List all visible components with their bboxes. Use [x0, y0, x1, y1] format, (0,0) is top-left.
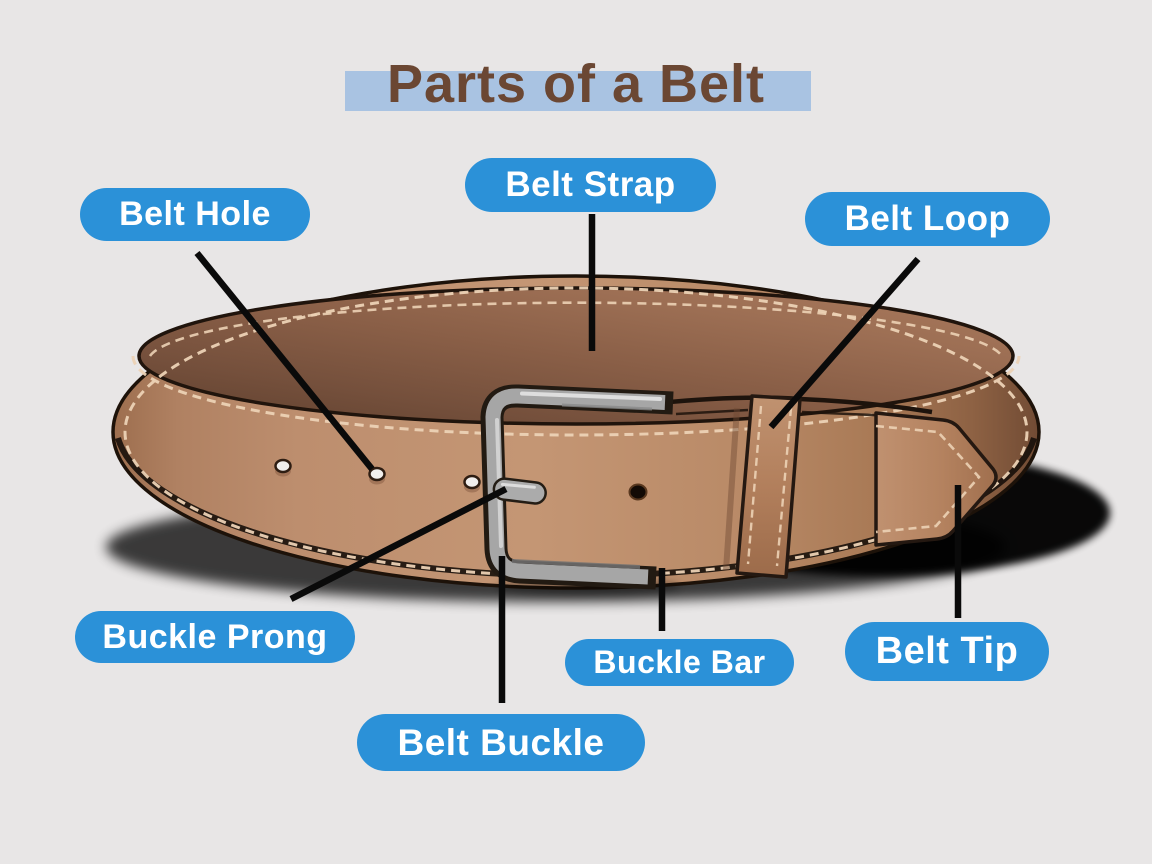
belt-hole-dark: [628, 483, 648, 501]
belt-interior: [137, 286, 1015, 426]
label-belt-loop: Belt Loop: [805, 192, 1050, 246]
label-belt-tip: Belt Tip: [845, 622, 1049, 681]
label-belt-strap: Belt Strap: [465, 158, 716, 212]
label-belt-hole: Belt Hole: [80, 188, 310, 241]
buckle-prong: [492, 477, 547, 505]
leader-line-belt-hole: [194, 250, 375, 472]
leader-lines: [194, 214, 962, 703]
belt-loop: [723, 394, 802, 579]
title-highlight: [345, 71, 811, 111]
leader-line-belt-loop: [768, 256, 921, 430]
belt-hole-3: [463, 474, 481, 490]
belt-holes: [274, 458, 648, 501]
page-title: Parts of a Belt: [386, 54, 766, 114]
strap-edge-line: [799, 396, 933, 415]
stitching-interior: [148, 301, 1004, 357]
stitching-band-top: [131, 355, 1021, 437]
label-belt-buckle: Belt Buckle: [357, 714, 645, 771]
leader-line-buckle-prong: [289, 486, 508, 602]
strap-edge-line: [675, 408, 749, 416]
label-buckle-prong: Buckle Prong: [75, 611, 355, 663]
belt-hole-2: [368, 466, 386, 482]
label-buckle-bar: Buckle Bar: [565, 639, 794, 686]
belt-hole-1: [274, 458, 292, 474]
belt-tip: [874, 411, 998, 547]
